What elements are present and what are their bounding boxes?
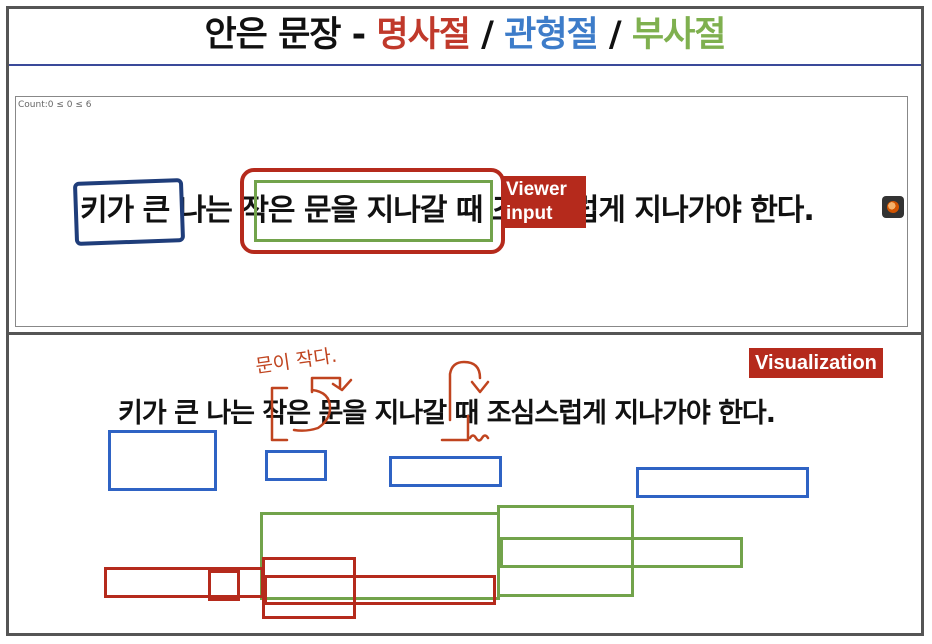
vis-green-box-2 (497, 505, 634, 597)
title-noun-clause: 명사절 (376, 15, 471, 55)
adjective-clause-frame (254, 180, 493, 242)
title-separator-1: / (469, 15, 505, 55)
palette-swatch (887, 201, 899, 213)
visualization-tag: Visualization (749, 348, 883, 378)
vis-blue-box-2 (265, 450, 327, 481)
title-separator-2: / (597, 15, 632, 55)
title-adjective-clause: 관형절 (504, 15, 599, 55)
vis-red-box-4 (264, 575, 496, 605)
viewer-input-area[interactable] (15, 96, 908, 327)
vis-blue-box-1 (108, 430, 217, 491)
vis-red-box-1 (104, 567, 264, 598)
count-label: Count:0 ≤ 0 ≤ 6 (18, 100, 92, 110)
vis-blue-box-4 (636, 467, 809, 498)
title-adverb-clause: 부사절 (631, 15, 727, 55)
viewer-input-tag-line1: Viewer (506, 179, 567, 200)
title-prefix: 안은 문장 - (204, 15, 377, 55)
selection-frame (240, 168, 505, 254)
vis-blue-box-3 (389, 456, 502, 487)
title-bar: 안은 문장 - 명사절 / 관형절 / 부사절 (9, 9, 921, 64)
page-title: 안은 문장 - 명사절 / 관형절 / 부사절 (9, 9, 921, 59)
vis-red-box-3 (262, 557, 356, 619)
palette-icon[interactable] (882, 196, 904, 218)
noun-clause-frame (72, 178, 186, 246)
visualization-panel (6, 332, 924, 636)
title-divider (9, 64, 921, 66)
visualization-sentence: 키가 큰 나는 작은 문을 지나갈 때 조심스럽게 지나가야 한다. (118, 398, 776, 429)
viewer-input-tag: Viewer input (502, 176, 586, 228)
vis-red-box-2 (208, 570, 240, 601)
vis-green-box-3 (500, 537, 743, 568)
viewer-sentence: 키가 큰 나는 작은 문을 지나갈 때 조심스럽게 지나가야 한다. (80, 193, 815, 228)
viewer-input-tag-line2: input (506, 203, 553, 224)
